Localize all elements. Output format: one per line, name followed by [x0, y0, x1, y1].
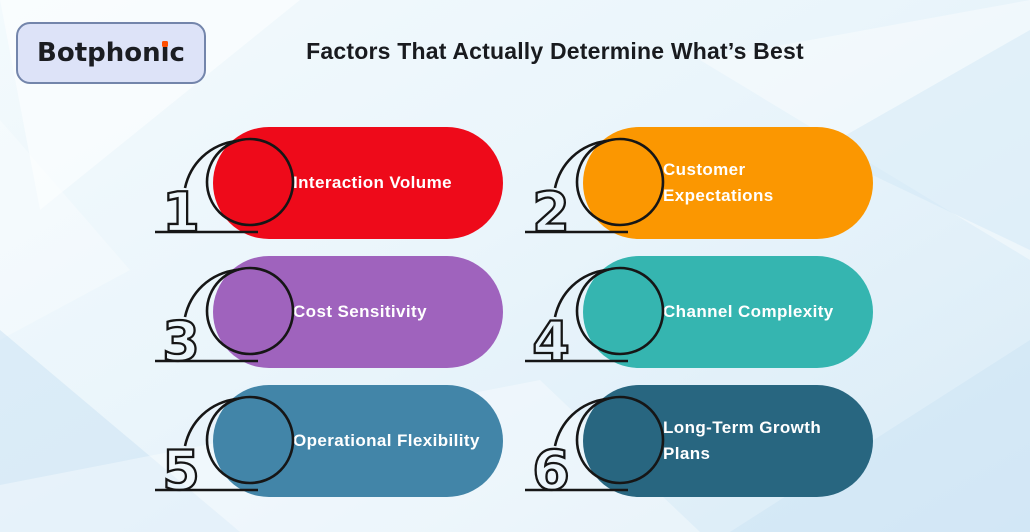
factor-number-art: 5: [155, 395, 295, 503]
circle-outline: [575, 137, 665, 227]
factor-item: Channel Complexity 4: [515, 256, 873, 374]
factor-number: 2: [532, 181, 570, 244]
factor-pill: Long-Term Growth Plans: [583, 385, 873, 497]
circle-outline: [575, 395, 665, 485]
circle-outline: [205, 137, 295, 227]
factor-item: Cost Sensitivity 3: [145, 256, 503, 374]
swoosh-curve: [183, 268, 240, 318]
factor-label: Channel Complexity: [663, 301, 834, 321]
factor-number-art: 4: [525, 266, 665, 374]
swoosh-curve: [553, 268, 610, 318]
factors-grid: Interaction Volume 1 Customer Expectatio…: [145, 127, 873, 503]
factor-label: Long-Term Growth Plans: [663, 417, 822, 463]
factor-item: Customer Expectations 2: [515, 127, 873, 245]
factor-number-art: 6: [525, 395, 665, 503]
factor-number: 5: [162, 439, 200, 502]
factor-label: Interaction Volume: [293, 172, 452, 192]
logo-i-dot: [162, 40, 169, 47]
swoosh-curve: [183, 397, 240, 447]
factor-label: Customer Expectations: [663, 159, 774, 205]
factor-number: 3: [162, 310, 200, 373]
logo-letter-i: ı: [160, 38, 170, 68]
circle-outline: [205, 395, 295, 485]
factor-pill: Channel Complexity: [583, 256, 873, 368]
factor-number-art: 3: [155, 266, 295, 374]
factor-pill: Cost Sensitivity: [213, 256, 503, 368]
logo-text-post: c: [169, 38, 185, 68]
factor-number: 1: [162, 181, 200, 244]
factor-pill: Operational Flexibility: [213, 385, 503, 497]
factor-number-art: 2: [525, 137, 665, 245]
factor-label: Operational Flexibility: [293, 430, 480, 450]
factor-item: Operational Flexibility 5: [145, 385, 503, 503]
swoosh-curve: [553, 139, 610, 189]
circle-outline: [205, 266, 295, 356]
logo-text-pre: Botphon: [37, 38, 161, 68]
swoosh-curve: [183, 139, 240, 189]
factor-number-art: 1: [155, 137, 295, 245]
factor-pill: Customer Expectations: [583, 127, 873, 239]
circle-outline: [575, 266, 665, 356]
factor-number: 6: [532, 439, 570, 502]
factor-item: Interaction Volume 1: [145, 127, 503, 245]
factor-label: Cost Sensitivity: [293, 301, 427, 321]
factor-item: Long-Term Growth Plans 6: [515, 385, 873, 503]
factor-pill: Interaction Volume: [213, 127, 503, 239]
factor-number: 4: [532, 310, 570, 373]
swoosh-curve: [553, 397, 610, 447]
page-title: Factors That Actually Determine What’s B…: [306, 38, 804, 64]
